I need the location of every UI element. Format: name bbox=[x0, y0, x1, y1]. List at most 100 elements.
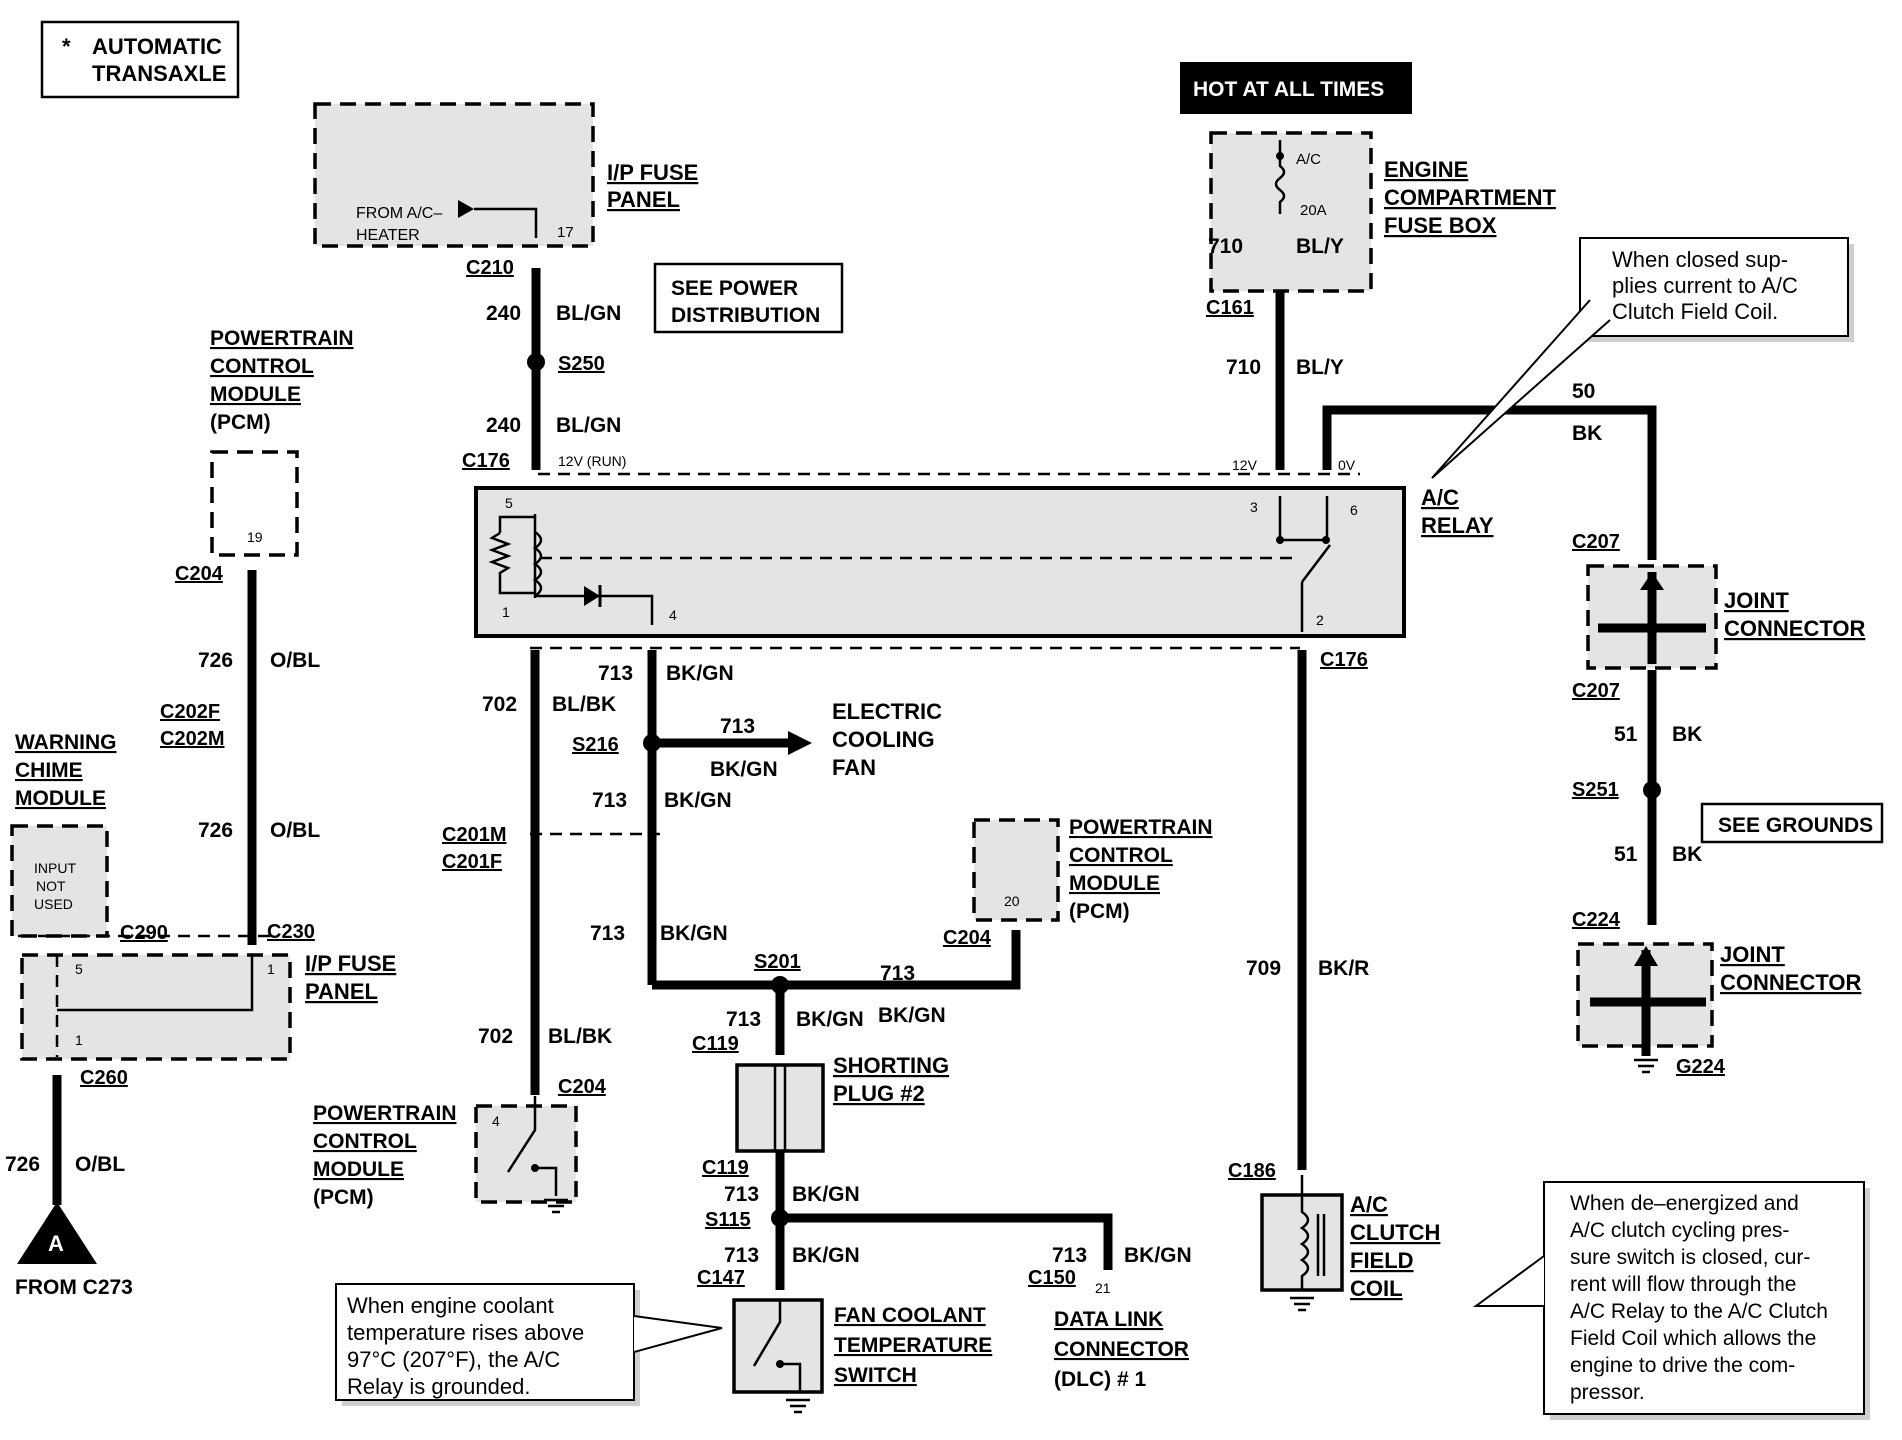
svg-text:713: 713 bbox=[592, 789, 627, 812]
connector-c202m: C202M bbox=[160, 728, 224, 750]
svg-text:726: 726 bbox=[198, 649, 233, 672]
svg-text:CONTROL: CONTROL bbox=[313, 1130, 417, 1153]
ac-relay: 5 1 4 3 6 2 A/C RELAY 12V 0V 12V (RUN) bbox=[474, 453, 1494, 638]
svg-text:RELAY: RELAY bbox=[1421, 513, 1494, 538]
svg-text:POWERTRAIN: POWERTRAIN bbox=[210, 327, 354, 350]
svg-text:SWITCH: SWITCH bbox=[834, 1364, 917, 1387]
svg-text:BK: BK bbox=[1672, 723, 1702, 746]
ground-symbol bbox=[544, 1198, 568, 1214]
svg-text:FAN: FAN bbox=[832, 755, 876, 780]
svg-text:713: 713 bbox=[1052, 1244, 1087, 1267]
svg-text:CLUTCH: CLUTCH bbox=[1350, 1220, 1440, 1245]
svg-text:BK/GN: BK/GN bbox=[792, 1183, 860, 1206]
connector-c210: C210 bbox=[466, 257, 514, 279]
svg-text:ENGINE: ENGINE bbox=[1384, 157, 1468, 182]
connector-c207-top: C207 bbox=[1572, 531, 1620, 553]
svg-text:NOT: NOT bbox=[36, 878, 66, 894]
powertrain-control-module-bottom: POWERTRAIN CONTROL MODULE (PCM) 4 bbox=[313, 1096, 578, 1214]
shorting-plug-2: SHORTING PLUG #2 bbox=[735, 1053, 949, 1153]
svg-text:BK: BK bbox=[1672, 843, 1702, 866]
svg-text:20A: 20A bbox=[1300, 202, 1327, 219]
svg-text:1: 1 bbox=[267, 961, 275, 977]
svg-text:1: 1 bbox=[75, 1032, 83, 1048]
svg-text:BL/Y: BL/Y bbox=[1296, 235, 1344, 258]
svg-text:240: 240 bbox=[486, 302, 521, 325]
svg-text:JOINT: JOINT bbox=[1724, 588, 1789, 613]
svg-text:MODULE: MODULE bbox=[313, 1158, 404, 1181]
svg-text:ELECTRIC: ELECTRIC bbox=[832, 699, 942, 724]
svg-text:temperature rises above: temperature rises above bbox=[347, 1320, 584, 1345]
svg-text:(PCM): (PCM) bbox=[210, 411, 271, 434]
from-c273-triangle: A FROM C273 bbox=[15, 1202, 133, 1299]
connector-c176-bottom: C176 bbox=[1320, 649, 1368, 671]
svg-text:BL/GN: BL/GN bbox=[556, 302, 621, 325]
svg-text:713: 713 bbox=[598, 662, 633, 685]
svg-text:SEE GROUNDS: SEE GROUNDS bbox=[1718, 814, 1873, 837]
svg-text:sure switch is closed, cur-: sure switch is closed, cur- bbox=[1570, 1246, 1810, 1269]
svg-text:12V (RUN): 12V (RUN) bbox=[558, 453, 626, 469]
svg-text:19: 19 bbox=[247, 529, 263, 545]
see-grounds-link[interactable]: SEE GROUNDS bbox=[1700, 802, 1884, 844]
connector-c119-top: C119 bbox=[692, 1033, 739, 1055]
svg-text:DISTRIBUTION: DISTRIBUTION bbox=[671, 304, 820, 327]
powertrain-control-module-top: POWERTRAIN CONTROL MODULE (PCM) 19 bbox=[210, 327, 354, 557]
connector-c186: C186 bbox=[1228, 1160, 1276, 1182]
svg-text:BK/GN: BK/GN bbox=[710, 758, 778, 781]
svg-text:MODULE: MODULE bbox=[15, 787, 106, 810]
svg-text:COOLING: COOLING bbox=[832, 727, 935, 752]
connector-c204-top: C204 bbox=[175, 563, 224, 585]
svg-text:A/C: A/C bbox=[1350, 1192, 1388, 1217]
svg-text:PLUG #2: PLUG #2 bbox=[833, 1081, 925, 1106]
electric-cooling-fan: ELECTRIC COOLING FAN bbox=[832, 699, 942, 780]
svg-text:713: 713 bbox=[724, 1244, 759, 1267]
svg-text:WARNING: WARNING bbox=[15, 731, 117, 754]
relay-coil bbox=[532, 530, 543, 598]
svg-text:JOINT: JOINT bbox=[1720, 942, 1785, 967]
svg-text:FROM C273: FROM C273 bbox=[15, 1276, 133, 1299]
svg-text:713: 713 bbox=[720, 715, 755, 738]
svg-text:702: 702 bbox=[482, 693, 517, 716]
svg-text:BK/GN: BK/GN bbox=[664, 789, 732, 812]
data-link-connector: 21 DATA LINK CONNECTOR (DLC) # 1 bbox=[1054, 1280, 1189, 1391]
svg-text:4: 4 bbox=[669, 607, 677, 623]
svg-text:240: 240 bbox=[486, 414, 521, 437]
deenergized-note-callout: When de–energized and A/C clutch cycling… bbox=[1472, 1181, 1870, 1420]
connector-c201m: C201M bbox=[442, 824, 506, 846]
splice-labels: S250 S216 S201 S115 S251 bbox=[558, 353, 1619, 1231]
svg-text:(PCM): (PCM) bbox=[1069, 900, 1130, 923]
svg-text:5: 5 bbox=[505, 495, 513, 511]
svg-text:20: 20 bbox=[1004, 893, 1020, 909]
svg-text:BK/GN: BK/GN bbox=[878, 1004, 946, 1027]
svg-text:BK/GN: BK/GN bbox=[796, 1008, 864, 1031]
svg-text:6: 6 bbox=[1350, 502, 1358, 518]
svg-text:(PCM): (PCM) bbox=[313, 1186, 374, 1209]
connector-c230: C230 bbox=[267, 921, 315, 943]
svg-text:FROM A/C–: FROM A/C– bbox=[356, 205, 442, 222]
svg-text:CONNECTOR: CONNECTOR bbox=[1724, 616, 1865, 641]
engine-compartment-fuse-box: A/C 20A ENGINE COMPARTMENT FUSE BOX bbox=[1209, 131, 1556, 293]
svg-text:I/P FUSE: I/P FUSE bbox=[305, 951, 396, 976]
svg-text:12V: 12V bbox=[1232, 457, 1258, 473]
svg-text:BL/BK: BL/BK bbox=[552, 693, 616, 716]
see-power-distribution-link[interactable]: SEE POWER DISTRIBUTION bbox=[653, 262, 844, 334]
svg-text:Field Coil which allows the: Field Coil which allows the bbox=[1570, 1327, 1816, 1350]
svg-text:702: 702 bbox=[478, 1025, 513, 1048]
svg-text:CONTROL: CONTROL bbox=[210, 355, 314, 378]
svg-text:BK/GN: BK/GN bbox=[660, 922, 728, 945]
svg-text:O/BL: O/BL bbox=[75, 1153, 125, 1176]
svg-text:CONTROL: CONTROL bbox=[1069, 844, 1173, 867]
fuse-element bbox=[1274, 140, 1286, 214]
svg-text:726: 726 bbox=[198, 819, 233, 842]
svg-text:51: 51 bbox=[1614, 723, 1638, 746]
svg-text:710: 710 bbox=[1226, 356, 1261, 379]
svg-text:713: 713 bbox=[724, 1183, 759, 1206]
connector-labels: C210 C176 C161 C204 C202F C202M C290 C23… bbox=[80, 257, 1726, 1289]
svg-text:1: 1 bbox=[502, 604, 510, 620]
svg-text:PANEL: PANEL bbox=[305, 979, 378, 1004]
ac-clutch-field-coil: A/C CLUTCH FIELD COIL bbox=[1260, 1175, 1440, 1312]
svg-text:A/C: A/C bbox=[1296, 151, 1321, 168]
svg-text:A/C Relay to the A/C Clutch: A/C Relay to the A/C Clutch bbox=[1570, 1300, 1828, 1323]
joint-connector-lower: JOINT CONNECTOR bbox=[1576, 942, 1861, 1074]
svg-text:BK/GN: BK/GN bbox=[1124, 1244, 1192, 1267]
svg-text:Clutch Field Coil.: Clutch Field Coil. bbox=[1612, 299, 1778, 324]
